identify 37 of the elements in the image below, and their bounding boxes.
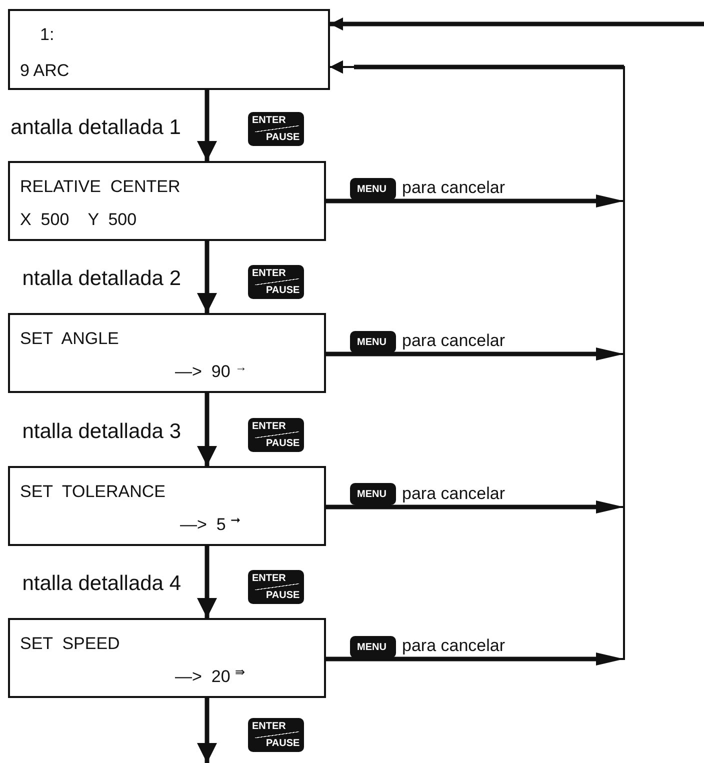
edge-label: para cancelar — [402, 636, 506, 656]
key-label: MENU — [357, 184, 386, 195]
key-label: ENTER — [252, 268, 286, 279]
display-text: 1: — [40, 25, 54, 45]
key-label: MENU — [357, 642, 386, 653]
key-label: MENU — [357, 337, 386, 348]
key-label: ENTER — [252, 421, 286, 432]
key-label: PAUSE — [266, 738, 300, 749]
edge-label: ntalla detallada 2 — [22, 267, 181, 291]
key-label: PAUSE — [266, 590, 300, 601]
display-text: —> 20 $^{⇛}$ — [175, 667, 246, 687]
display-text: SET TOLERANCE — [20, 482, 166, 502]
edge-label: para cancelar — [402, 178, 506, 198]
key-label: PAUSE — [266, 285, 300, 296]
key-label: PAUSE — [266, 132, 300, 143]
display-text: —> 90 $^{→}$ — [175, 362, 248, 382]
edge-label: ntalla detallada 4 — [22, 572, 181, 596]
edge-label: antalla detallada 1 — [10, 116, 181, 140]
display-text: SET ANGLE — [20, 329, 119, 349]
display-text: SET SPEED — [20, 634, 120, 654]
edge-label: para cancelar — [402, 484, 506, 504]
display-screen-box — [8, 466, 326, 546]
key-label: ENTER — [252, 721, 286, 732]
key-label: PAUSE — [266, 438, 300, 449]
display-text: X 500 Y 500 — [20, 210, 137, 230]
display-screen-box — [8, 9, 330, 90]
display-screen-box — [8, 161, 326, 241]
edge-label: ntalla detallada 3 — [22, 420, 181, 444]
display-screen-box — [8, 313, 326, 393]
key-label: ENTER — [252, 573, 286, 584]
display-text: —> 5 $^{➞}$ — [180, 515, 241, 535]
edge-label: para cancelar — [402, 331, 506, 351]
display-text: 9 ARC — [20, 61, 70, 81]
display-screen-box — [8, 618, 326, 698]
display-text: RELATIVE CENTER — [20, 177, 180, 197]
key-label: MENU — [357, 489, 386, 500]
key-label: ENTER — [252, 115, 286, 126]
